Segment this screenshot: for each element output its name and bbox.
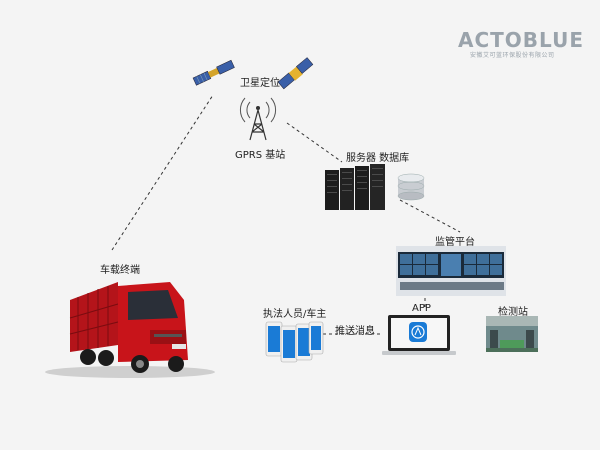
- label-server: 服务器 数据库: [346, 153, 410, 164]
- server-rack-icon: [325, 164, 385, 210]
- label-vehicle: 车载终端: [100, 265, 140, 276]
- link-tower-server: [286, 122, 343, 163]
- antenna-tower-icon: [239, 97, 277, 141]
- satellite-icon: [192, 59, 235, 86]
- app-store-icon: [409, 322, 427, 342]
- database-icon: [397, 173, 425, 201]
- station-photo-icon: [486, 316, 538, 352]
- label-push: 推送消息: [335, 326, 375, 337]
- link-server-platform: [399, 199, 461, 233]
- link-truck-satellite: [111, 94, 214, 251]
- label-satellite: 卫星定位: [240, 78, 280, 89]
- label-app: APP: [412, 303, 431, 314]
- label-gprs: GPRS 基站: [235, 150, 286, 161]
- video-wall-icon: [396, 246, 506, 296]
- satellite-icon: [277, 57, 314, 90]
- label-platform: 监管平台: [435, 237, 475, 248]
- truck-icon: [45, 282, 215, 378]
- company-name: 安徽艾可蓝环保股份有限公司: [470, 52, 555, 59]
- label-officers: 执法人员/车主: [263, 309, 327, 320]
- label-station: 检测站: [498, 307, 528, 318]
- brand-logo: ACTOBLUE: [458, 28, 584, 52]
- phone-icon: [265, 321, 324, 363]
